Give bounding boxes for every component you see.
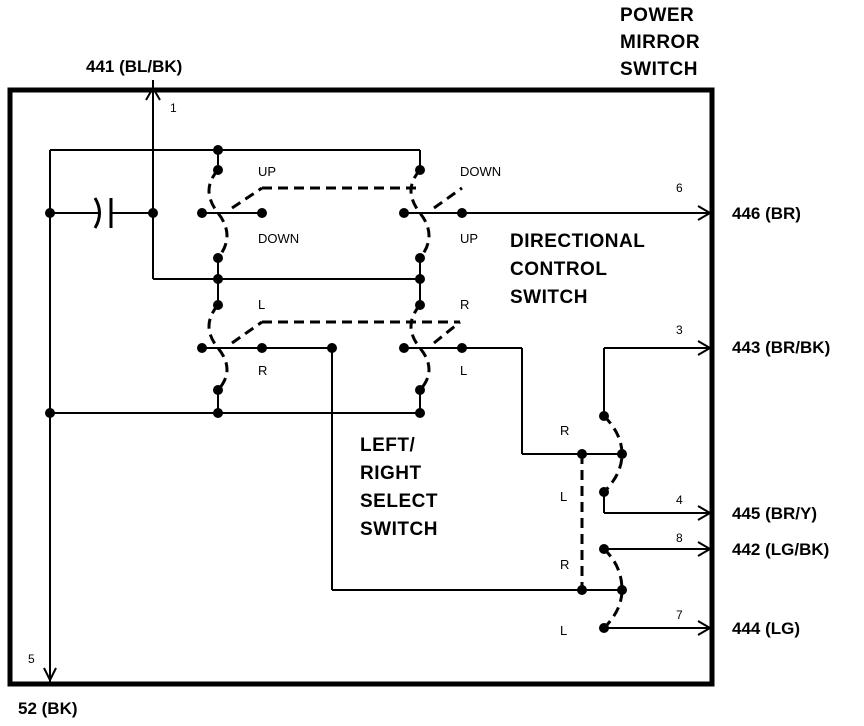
wire-52-label: 52 (BK) [18,699,78,718]
wire-446-label: 446 (BR) [732,204,801,223]
pin-5-label: 5 [28,652,35,666]
switch-housing [7,87,715,687]
pin-6-label: 6 [676,181,683,195]
contact-l-right: L [460,363,468,378]
wire-443-label: 443 (BR/BK) [732,338,831,357]
switch-title-line1: POWER [620,5,695,26]
select-title-line4: SWITCH [360,519,438,540]
switch-title-line2: MIRROR [620,32,701,53]
pin-3-label: 3 [676,323,683,337]
select-title-line2: RIGHT [360,463,422,484]
contact-down-right: DOWN [460,164,502,179]
pin-8-label: 8 [676,531,683,545]
wire-444-label: 444 (LG) [732,619,801,638]
contact-r-left: R [258,363,268,378]
contact-down-left: DOWN [258,231,300,246]
wire-441-label: 441 (BL/BK) [86,57,183,76]
directional-title-line3: SWITCH [510,287,588,308]
select-title-line1: LEFT/ [360,435,416,456]
junction-dots [45,145,627,633]
select-contact-r-top: R [560,423,570,438]
contact-up-right: UP [460,231,479,246]
wire-442-label: 442 (LG/BK) [732,540,830,559]
select-title-line3: SELECT [360,491,438,512]
select-contact-l-top: L [560,489,568,504]
pin-7-label: 7 [676,608,683,622]
select-contact-r-bottom: R [560,557,570,572]
switch-title-line3: SWITCH [620,59,698,80]
directional-title-line2: CONTROL [510,259,608,280]
conductors [43,80,712,684]
contact-up-left: UP [258,164,277,179]
mechanical-linkages [207,168,624,630]
capacitor-symbol [93,197,113,229]
wire-445-label: 445 (BR/Y) [732,504,818,523]
select-contact-l-bottom: L [560,623,568,638]
contact-r-right: R [460,297,470,312]
pin-4-label: 4 [676,493,683,507]
pin-1-label: 1 [170,101,177,115]
directional-title-line1: DIRECTIONAL [510,231,646,252]
contact-l-left: L [258,297,266,312]
